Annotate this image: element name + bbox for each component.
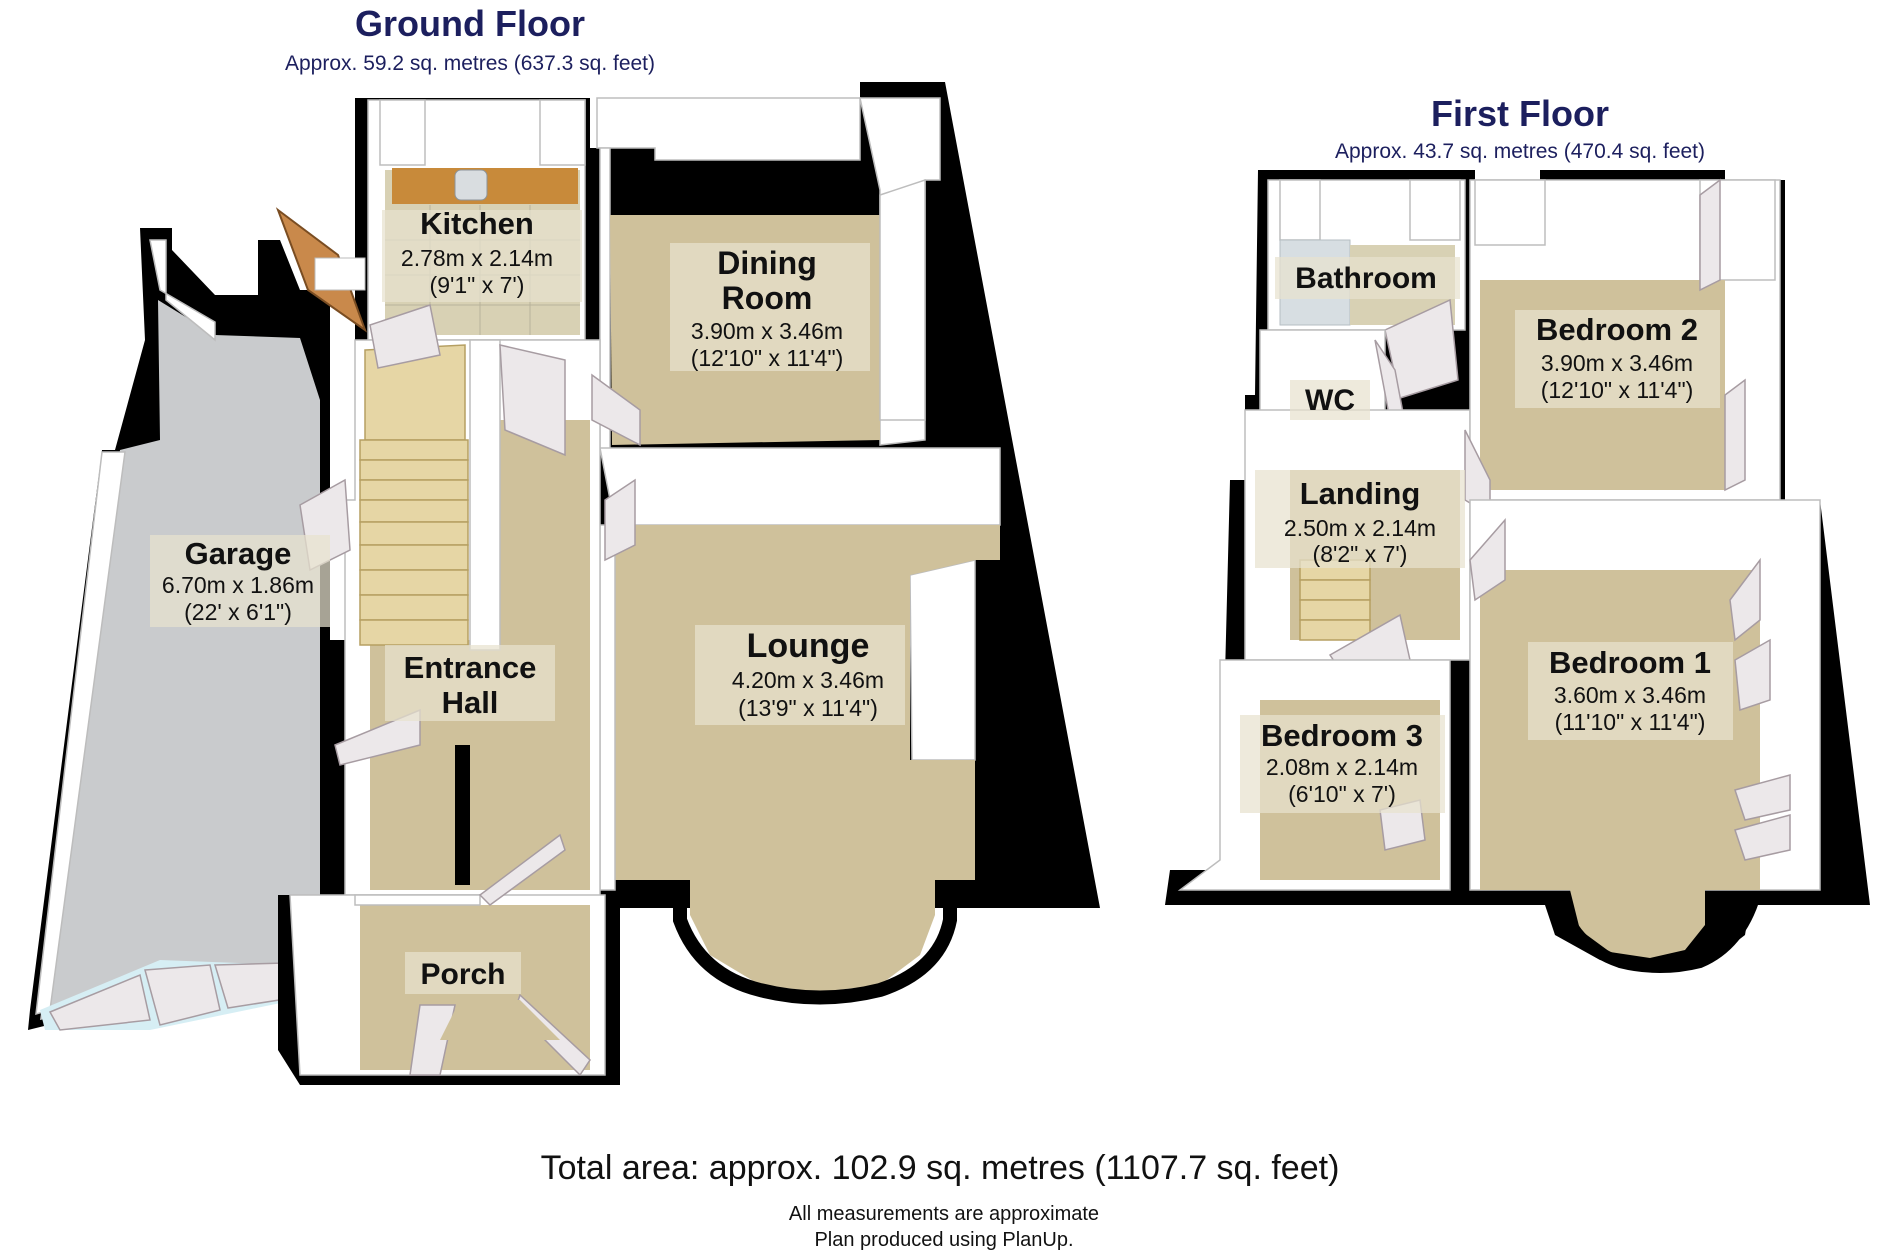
bedroom2-imperial: (12'10" x 11'4") [1541,377,1694,403]
lounge-metric: 4.20m x 3.46m [732,667,884,693]
back-door-step [314,257,366,291]
garage-label: Garage [185,536,292,571]
porch-inner-door[interactable] [478,833,566,906]
kitchen-label: Kitchen [420,206,534,241]
hall-to-kitchen-door[interactable] [499,344,566,457]
bedroom1-door[interactable] [1469,518,1506,602]
bedroom3-metric: 2.08m x 2.14m [1266,754,1418,780]
kitchen-imperial: (9'1" x 7') [430,272,525,298]
kitchen-metric: 2.78m x 2.14m [401,245,553,271]
ground-floor-plan: Ground Floor Approx. 59.2 sq. metres (63… [28,3,1100,1085]
bedroom2-label: Bedroom 2 [1536,312,1698,347]
garage-floor [40,300,320,1020]
bedroom2-metric: 3.90m x 3.46m [1541,350,1693,376]
porch-side-door[interactable] [409,1004,456,1076]
garage-door-panel-2 [144,964,221,1026]
landing-metric: 2.50m x 2.14m [1284,515,1436,541]
kitchen-back-wall [379,99,426,166]
understairs-door[interactable] [334,708,421,766]
dining-door[interactable] [591,373,641,447]
garage-metric: 6.70m x 1.86m [162,572,314,598]
kitchen-door[interactable] [369,304,441,369]
staircase [359,344,469,646]
bedroom1-wardrobe-door-3[interactable] [1734,774,1791,821]
porch-mat [440,1000,560,1040]
bedroom1-wardrobe-door-1[interactable] [1729,557,1761,642]
landing-imperial: (8'2" x 7') [1313,541,1408,567]
hall-label-line2: Hall [442,685,499,720]
bedroom1-wardrobe-door-4[interactable] [1734,814,1791,861]
planup-credit: Plan produced using PlanUp. [814,1229,1073,1251]
lounge-label: Lounge [747,627,870,665]
dining-imperial: (12'10" x 11'4") [691,345,844,371]
wc-label: WC [1305,384,1355,417]
dining-label-line2: Room [722,280,813,316]
ground-floor-area: Approx. 59.2 sq. metres (637.3 sq. feet) [285,52,655,75]
first-floor-plan: First Floor Approx. 43.7 sq. metres (470… [1165,93,1870,973]
garage-room [28,228,330,1031]
garage-door-panel-1 [48,973,151,1031]
landing-stairs [1299,559,1371,641]
garage-imperial: (22' x 6'1") [184,599,292,625]
first-floor-title: First Floor [1431,93,1609,134]
plan-footer: Total area: approx. 102.9 sq. metres (11… [541,1149,1340,1251]
bathroom-label: Bathroom [1295,262,1437,295]
kitchen-sink [454,169,488,201]
dining-metric: 3.90m x 3.46m [691,318,843,344]
lounge-bay-window [673,880,957,1005]
hall-partition-wall [455,745,470,885]
porch-label: Porch [420,958,505,991]
bedroom1-metric: 3.60m x 3.46m [1554,682,1706,708]
bedroom1-label: Bedroom 1 [1549,645,1711,680]
ground-floor-title: Ground Floor [355,3,585,44]
lounge-door[interactable] [604,478,636,562]
bedroom3-label: Bedroom 3 [1261,718,1423,753]
lounge-chimney-breast [909,559,976,761]
first-floor-area: Approx. 43.7 sq. metres (470.4 sq. feet) [1335,140,1705,163]
landing-label: Landing [1300,476,1421,511]
bedroom2-wardrobe-door-2[interactable] [1724,378,1746,492]
bedroom1-bay-window [1554,893,1761,973]
dining-label-line1: Dining [717,245,817,281]
measurement-note: All measurements are approximate [789,1203,1099,1225]
bedroom3-imperial: (6'10" x 7') [1288,781,1396,807]
hall-under-stairs-wall [469,339,501,651]
lounge-imperial: (13'9" x 11'4") [738,695,878,721]
total-area: Total area: approx. 102.9 sq. metres (11… [541,1149,1340,1187]
garage-back-wall [149,239,216,342]
bedroom1-wardrobe-door-2[interactable] [1734,638,1771,712]
hall-label-line1: Entrance [404,650,537,685]
bedroom1-imperial: (11'10" x 11'4") [1555,709,1706,735]
bedroom2-wardrobe-door-1[interactable] [1699,178,1721,292]
